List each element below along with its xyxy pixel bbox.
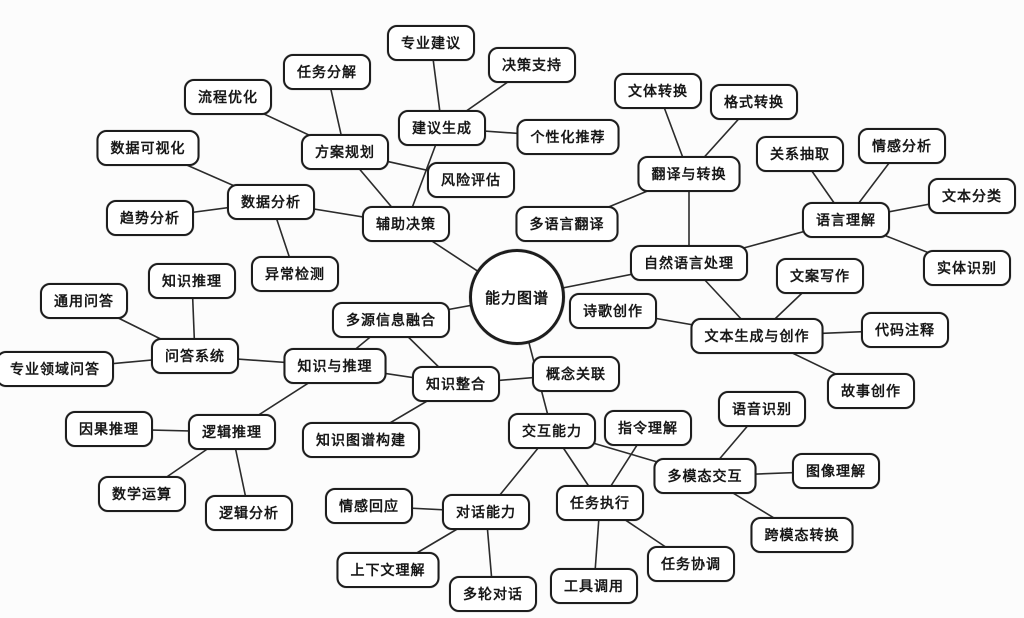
node-copywriting[interactable]: 文案写作 <box>776 258 864 294</box>
node-translation-conversion[interactable]: 翻译与转换 <box>637 156 741 192</box>
node-math-operations[interactable]: 数学运算 <box>98 476 186 512</box>
node-relation-extraction[interactable]: 关系抽取 <box>756 136 844 172</box>
node-assisted-decision[interactable]: 辅助决策 <box>362 206 450 242</box>
node-style-conversion[interactable]: 文体转换 <box>614 73 702 109</box>
node-story-creation[interactable]: 故事创作 <box>827 373 915 409</box>
node-kg-construction[interactable]: 知识图谱构建 <box>302 422 420 458</box>
node-sentiment-analysis[interactable]: 情感分析 <box>858 128 946 164</box>
node-dialogue-capability[interactable]: 对话能力 <box>442 494 530 530</box>
node-language-understanding[interactable]: 语言理解 <box>802 202 890 238</box>
node-code-comments[interactable]: 代码注释 <box>861 312 949 348</box>
node-tool-invocation[interactable]: 工具调用 <box>550 568 638 604</box>
node-task-coordination[interactable]: 任务协调 <box>647 546 735 582</box>
node-data-analysis[interactable]: 数据分析 <box>227 184 315 220</box>
node-qa-system[interactable]: 问答系统 <box>151 338 239 374</box>
node-knowledge-reasoning[interactable]: 知识与推理 <box>283 348 387 384</box>
node-text-classification[interactable]: 文本分类 <box>928 178 1016 214</box>
node-cross-modal-conversion[interactable]: 跨模态转换 <box>750 517 854 553</box>
node-data-visualization[interactable]: 数据可视化 <box>96 130 200 166</box>
node-multimodal-interaction[interactable]: 多模态交互 <box>653 458 757 494</box>
node-trend-analysis[interactable]: 趋势分析 <box>106 200 194 236</box>
node-logical-reasoning[interactable]: 逻辑推理 <box>188 414 276 450</box>
node-decision-support[interactable]: 决策支持 <box>488 47 576 83</box>
node-instruction-understanding[interactable]: 指令理解 <box>604 410 692 446</box>
node-multilingual-translation[interactable]: 多语言翻译 <box>515 206 619 242</box>
node-image-understanding[interactable]: 图像理解 <box>792 453 880 489</box>
node-interaction-capability[interactable]: 交互能力 <box>508 413 596 449</box>
node-process-optimization[interactable]: 流程优化 <box>184 79 272 115</box>
node-causal-reasoning[interactable]: 因果推理 <box>65 411 153 447</box>
node-knowledge-inference[interactable]: 知识推理 <box>148 263 236 299</box>
node-nlp[interactable]: 自然语言处理 <box>630 245 748 281</box>
node-task-decomposition[interactable]: 任务分解 <box>283 54 371 90</box>
node-format-conversion[interactable]: 格式转换 <box>710 84 798 120</box>
node-suggestion-generation[interactable]: 建议生成 <box>398 110 486 146</box>
node-task-execution[interactable]: 任务执行 <box>556 485 644 521</box>
node-multi-turn-dialogue[interactable]: 多轮对话 <box>449 576 537 612</box>
node-general-qa[interactable]: 通用问答 <box>40 283 128 319</box>
node-risk-assessment[interactable]: 风险评估 <box>427 162 515 198</box>
node-capability-map[interactable]: 能力图谱 <box>469 249 565 345</box>
node-logical-analysis[interactable]: 逻辑分析 <box>205 495 293 531</box>
node-speech-recognition[interactable]: 语音识别 <box>718 391 806 427</box>
node-professional-advice[interactable]: 专业建议 <box>387 25 475 61</box>
node-entity-recognition[interactable]: 实体识别 <box>923 250 1011 286</box>
node-emotional-response[interactable]: 情感回应 <box>325 488 413 524</box>
node-poetry-creation[interactable]: 诗歌创作 <box>569 293 657 329</box>
node-personalized-recommendation[interactable]: 个性化推荐 <box>516 119 620 155</box>
node-domain-qa[interactable]: 专业领域问答 <box>0 351 114 387</box>
node-concept-association[interactable]: 概念关联 <box>532 356 620 392</box>
node-context-understanding[interactable]: 上下文理解 <box>336 552 440 588</box>
node-knowledge-integration[interactable]: 知识整合 <box>412 366 500 402</box>
node-text-generation-creation[interactable]: 文本生成与创作 <box>690 318 824 354</box>
node-anomaly-detection[interactable]: 异常检测 <box>251 256 339 292</box>
node-multi-source-fusion[interactable]: 多源信息融合 <box>332 302 450 338</box>
node-solution-planning[interactable]: 方案规划 <box>301 134 389 170</box>
